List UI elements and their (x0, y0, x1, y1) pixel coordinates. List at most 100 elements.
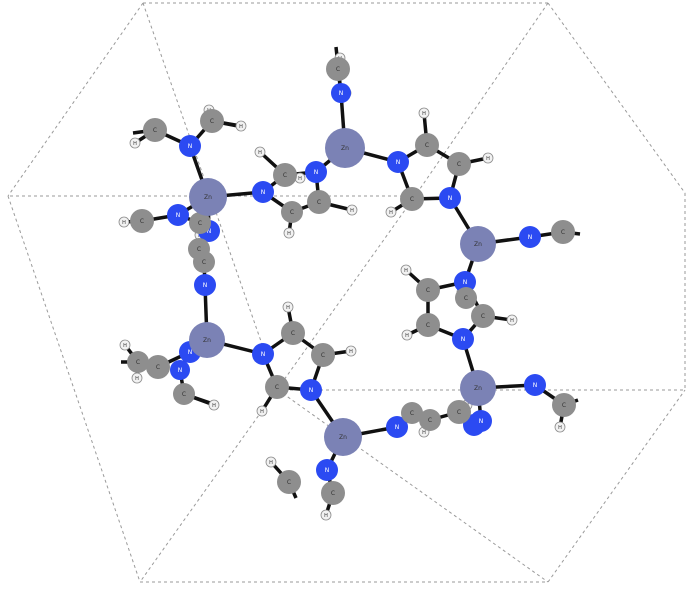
n-atom-sphere (524, 374, 546, 396)
h-atom[interactable]: H (385, 206, 397, 218)
c-atom-label: C (481, 313, 485, 320)
h-atom[interactable]: H (265, 456, 277, 468)
h-atom[interactable]: H (131, 372, 143, 384)
h-atom-label: H (239, 124, 243, 130)
c-atom-label: C (561, 229, 565, 236)
c-atom[interactable]: C (127, 351, 149, 373)
h-atom-label: H (486, 156, 490, 162)
c-atom[interactable]: C (471, 304, 495, 328)
zn-atom[interactable]: Zn (189, 178, 227, 216)
zn-atom[interactable]: Zn (460, 370, 496, 406)
n-atom[interactable]: N (524, 374, 546, 396)
c-atom[interactable]: C (307, 190, 331, 214)
h-atom[interactable]: H (346, 204, 358, 216)
n-atom[interactable]: N (331, 83, 351, 103)
c-atom-sphere (416, 278, 440, 302)
c-atom[interactable]: C (143, 118, 167, 142)
h-atom[interactable]: H (208, 399, 220, 411)
h-atom[interactable]: H (345, 345, 357, 357)
c-atom-sphere (419, 409, 441, 431)
c-atom[interactable]: C (273, 163, 297, 187)
zn-atom-sphere (189, 178, 227, 216)
c-atom[interactable]: C (447, 152, 471, 176)
n-atom[interactable]: N (300, 379, 322, 401)
h-atom[interactable]: H (554, 421, 566, 433)
n-atom[interactable]: N (452, 328, 474, 350)
h-atom-label: H (404, 268, 408, 274)
n-atom[interactable]: N (170, 360, 190, 380)
n-atom[interactable]: N (194, 274, 216, 296)
zn-atom[interactable]: Zn (460, 226, 496, 262)
h-atom[interactable]: H (400, 264, 412, 276)
n-atom-sphere (519, 226, 541, 248)
h-atom[interactable]: H (506, 314, 518, 326)
c-atom[interactable]: C (130, 209, 154, 233)
c-atom[interactable]: C (173, 383, 195, 405)
h-atom[interactable]: H (282, 301, 294, 313)
unit-cell-edge (7, 195, 141, 583)
h-atom[interactable]: H (129, 137, 141, 149)
c-atom[interactable]: C (455, 287, 477, 309)
h-atom[interactable]: H (283, 227, 295, 239)
c-atom[interactable]: C (311, 343, 335, 367)
c-atom[interactable]: C (447, 400, 471, 424)
n-atom[interactable]: N (305, 161, 327, 183)
h-atom-sphere (129, 137, 141, 149)
n-atom[interactable]: N (519, 226, 541, 248)
h-atom-sphere (554, 421, 566, 433)
h-atom[interactable]: H (320, 509, 332, 521)
c-atom[interactable]: C (401, 402, 423, 424)
n-atom[interactable]: N (252, 181, 274, 203)
c-atom[interactable]: C (146, 355, 170, 379)
h-atom[interactable]: H (418, 107, 430, 119)
unit-cell-edge (547, 389, 686, 583)
h-atom-label: H (287, 231, 291, 237)
n-atom[interactable]: N (252, 343, 274, 365)
h-atom[interactable]: H (235, 120, 247, 132)
n-atom-label: N (188, 143, 193, 150)
n-atom-sphere (252, 181, 274, 203)
zn-atom[interactable]: Zn (325, 128, 365, 168)
h-atom[interactable]: H (119, 339, 131, 351)
c-atom[interactable]: C (415, 133, 439, 157)
c-atom[interactable]: C (281, 201, 303, 223)
c-atom[interactable]: C (552, 393, 576, 417)
zn-atom[interactable]: Zn (324, 418, 362, 456)
c-atom[interactable]: C (416, 278, 440, 302)
c-atom[interactable]: C (277, 470, 301, 494)
zn-atom[interactable]: Zn (189, 322, 225, 358)
n-atom[interactable]: N (386, 416, 408, 438)
h-atom[interactable]: H (118, 216, 130, 228)
n-atom[interactable]: N (316, 459, 338, 481)
n-atom[interactable]: N (179, 135, 201, 157)
h-atom[interactable]: H (254, 146, 266, 158)
h-atom-sphere (418, 107, 430, 119)
c-atom[interactable]: C (419, 409, 441, 431)
n-atom-label: N (463, 279, 468, 286)
n-atom[interactable]: N (454, 271, 476, 293)
n-atom-label: N (203, 282, 208, 289)
h-atom[interactable]: H (482, 152, 494, 164)
n-atom[interactable]: N (439, 187, 461, 209)
c-atom[interactable]: C (321, 481, 345, 505)
n-atom[interactable]: N (470, 410, 492, 432)
c-atom[interactable]: C (416, 313, 440, 337)
c-atom[interactable]: C (200, 109, 224, 133)
c-atom[interactable]: C (281, 321, 305, 345)
c-atom-sphere (130, 209, 154, 233)
h-atom[interactable]: H (256, 405, 268, 417)
c-atom[interactable]: C (265, 375, 289, 399)
c-atom[interactable]: C (551, 220, 575, 244)
n-atom-sphere (300, 379, 322, 401)
n-atom[interactable]: N (387, 151, 409, 173)
n-atom[interactable]: N (167, 204, 189, 226)
c-atom[interactable]: C (326, 57, 350, 81)
n-atom-sphere (452, 328, 474, 350)
n-atom-sphere (470, 410, 492, 432)
c-atom[interactable]: C (400, 187, 424, 211)
n-atom-label: N (339, 90, 344, 97)
c-atom[interactable]: C (189, 212, 211, 234)
c-atom[interactable]: C (188, 238, 210, 260)
h-atom[interactable]: H (401, 329, 413, 341)
